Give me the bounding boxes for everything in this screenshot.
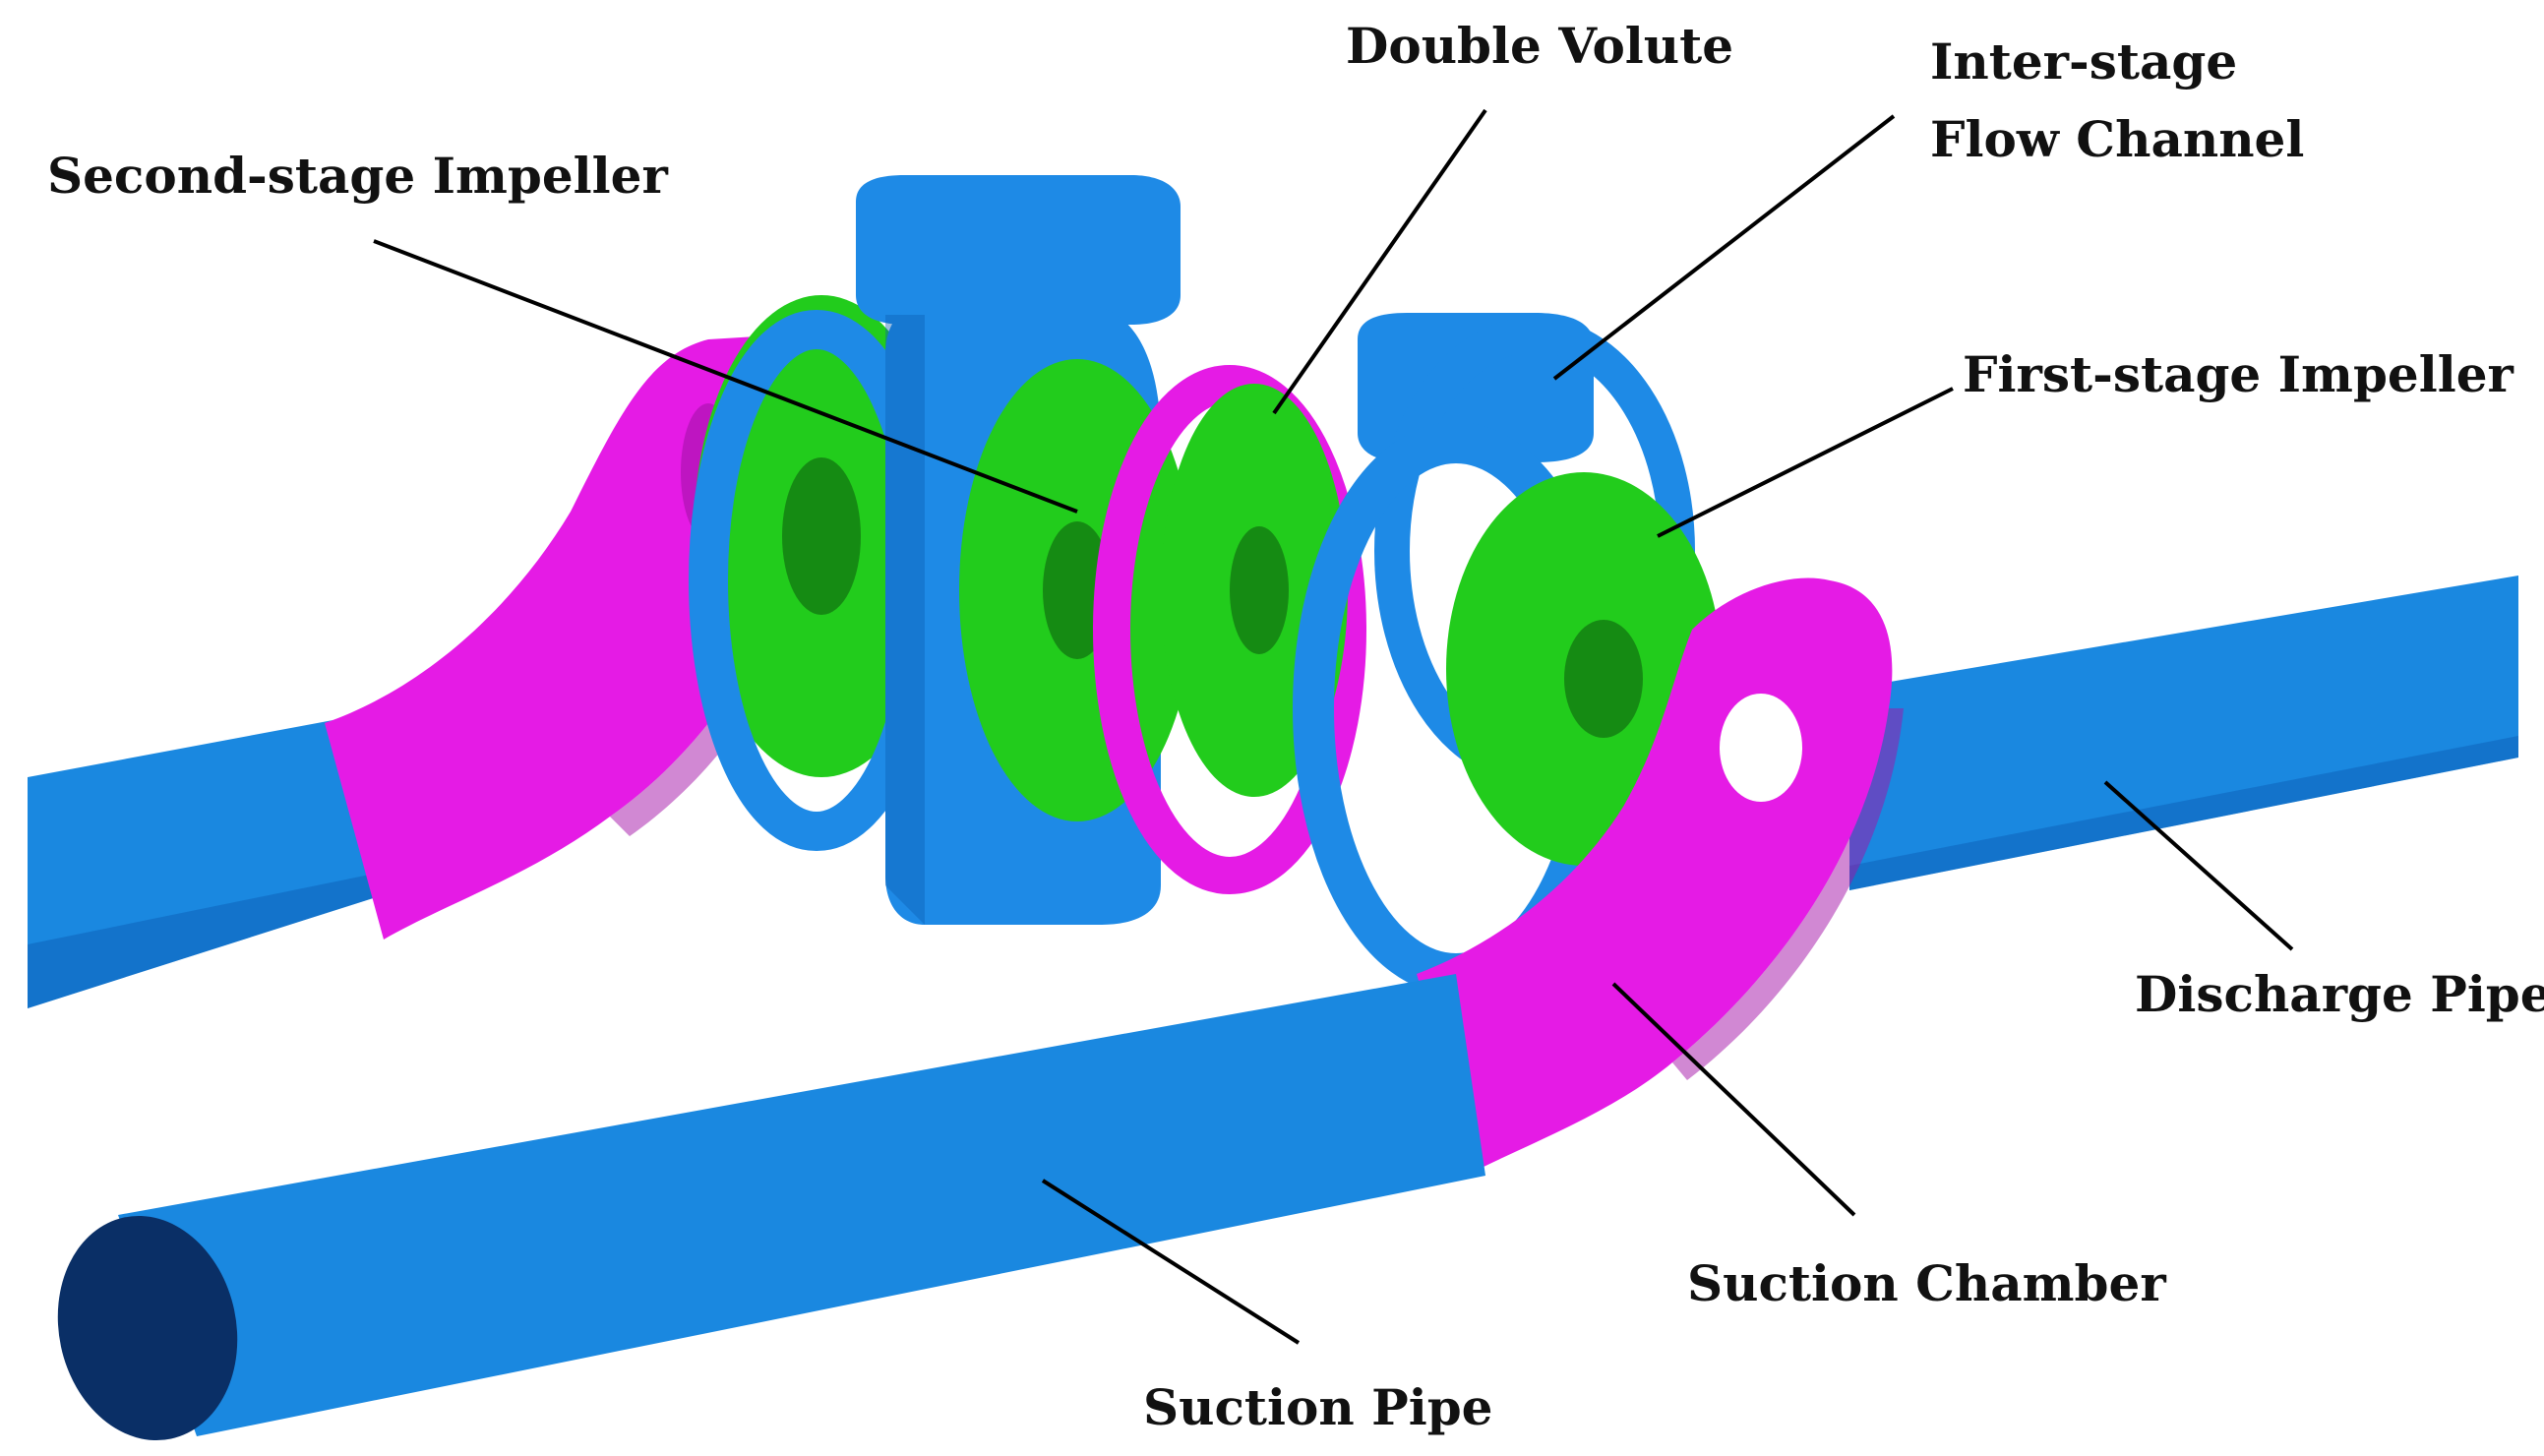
leader-suction-pipe [1041,1179,1301,1345]
leader-lines [373,108,2294,1345]
label-first-stage-impeller: First-stage Impeller [1963,345,2514,403]
discharge-pipe-left-segment [28,716,413,1008]
leader-second-stage-impeller [373,239,1078,514]
label-suction-pipe: Suction Pipe [1143,1378,1493,1436]
label-suction-chamber: Suction Chamber [1687,1254,2166,1312]
leader-double-volute [1272,108,1487,415]
label-discharge-pipe: Discharge Pipe [2135,965,2544,1023]
label-inter-stage-flow-channel: Inter-stage Flow Channel [1930,30,2304,171]
leader-suction-chamber [1611,982,1856,1217]
leader-inter-stage-flow-channel [1552,114,1896,381]
label-inter-stage-line1: Inter-stage [1930,32,2238,91]
label-second-stage-impeller: Second-stage Impeller [47,147,668,205]
label-inter-stage-line2: Flow Channel [1930,110,2305,168]
discharge-pipe-right-segment [1849,576,2518,890]
leader-discharge-pipe [2103,780,2294,951]
leader-first-stage-impeller [1657,387,1954,538]
front-suction-chamber [1417,577,1904,1171]
label-double-volute: Double Volute [1346,17,1734,75]
suction-pipe [57,974,1485,1441]
double-volute [1093,365,1366,894]
